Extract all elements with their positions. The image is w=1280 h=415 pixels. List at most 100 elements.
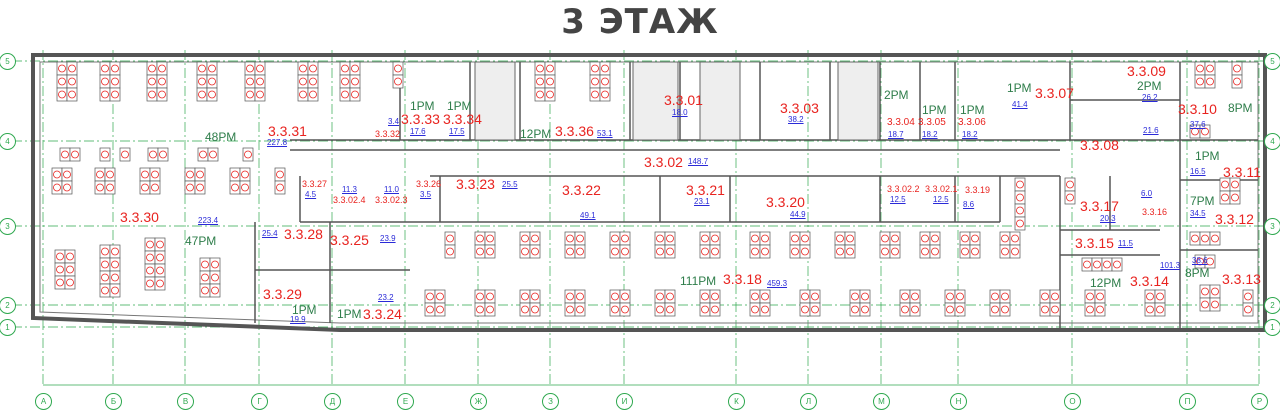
- room-area: 44.9: [790, 210, 806, 219]
- workplace-marker: [158, 77, 166, 86]
- workplace-marker: [58, 90, 66, 99]
- workplace-marker: [151, 183, 159, 192]
- workplace-marker: [486, 234, 494, 243]
- desk: [759, 302, 771, 317]
- workplace-marker: [201, 273, 209, 282]
- workplace-marker: [159, 150, 167, 159]
- workplace-marker: [621, 292, 629, 301]
- workplace-marker: [341, 64, 349, 73]
- workplace-marker: [711, 305, 719, 314]
- workplace-marker: [476, 292, 484, 301]
- room-area: 37.6: [1190, 120, 1206, 129]
- workplace-marker: [1113, 260, 1121, 269]
- workplace-marker: [811, 292, 819, 301]
- workplace-marker: [231, 183, 239, 192]
- stair-shaft: [474, 61, 516, 141]
- desk: [1094, 302, 1106, 317]
- column-axis-marker: К: [728, 393, 745, 410]
- room-id: 3.3.02.4: [333, 195, 366, 205]
- workplace-marker: [751, 234, 759, 243]
- workplace-marker: [846, 234, 854, 243]
- room-id: 3.3.30: [120, 209, 159, 225]
- desk: [444, 244, 456, 259]
- workplace-marker: [1244, 292, 1252, 301]
- desk: [664, 302, 676, 317]
- workplace-marker: [1206, 64, 1214, 73]
- desk: [254, 87, 266, 102]
- workplace-marker: [611, 234, 619, 243]
- workplace-marker: [621, 234, 629, 243]
- column-axis-marker: Д: [324, 393, 341, 410]
- room-id: 3.3.24: [363, 306, 402, 322]
- room-id: 3.3.05: [918, 117, 946, 128]
- room-seats: 111РМ: [680, 274, 717, 288]
- workplace-marker: [106, 183, 114, 192]
- desk: [599, 87, 611, 102]
- workplace-marker: [761, 305, 769, 314]
- workplace-marker: [96, 170, 104, 179]
- workplace-marker: [66, 265, 74, 274]
- workplace-marker: [901, 292, 909, 301]
- desk: [1009, 244, 1021, 259]
- workplace-marker: [446, 234, 454, 243]
- workplace-marker: [199, 150, 207, 159]
- workplace-marker: [1001, 247, 1009, 256]
- workplace-marker: [309, 64, 317, 73]
- workplace-marker: [911, 305, 919, 314]
- desk: [759, 244, 771, 259]
- workplace-marker: [101, 77, 109, 86]
- desk: [64, 275, 76, 290]
- room-seats: 47РМ: [185, 234, 217, 248]
- workplace-marker: [1146, 305, 1154, 314]
- workplace-marker: [111, 77, 119, 86]
- desk: [1154, 302, 1166, 317]
- workplace-marker: [701, 247, 709, 256]
- room-area: 17.5: [449, 127, 465, 136]
- room-area: 6.0: [1141, 189, 1153, 198]
- workplace-marker: [56, 278, 64, 287]
- workplace-marker: [901, 305, 909, 314]
- row-axis-marker: 5: [0, 53, 16, 70]
- row-axis-marker: 3: [1264, 218, 1280, 235]
- workplace-marker: [111, 90, 119, 99]
- workplace-marker: [1211, 287, 1219, 296]
- floor-title: 3 ЭТАЖ: [561, 2, 719, 42]
- room-area: 18.0: [672, 108, 688, 117]
- workplace-marker: [246, 77, 254, 86]
- workplace-marker: [546, 64, 554, 73]
- room-area: 21.6: [1143, 126, 1159, 135]
- row-axis-marker: 2: [1264, 297, 1280, 314]
- workplace-marker: [836, 247, 844, 256]
- workplace-marker: [956, 292, 964, 301]
- row-axis-marker: 1: [0, 319, 16, 336]
- workplace-marker: [521, 305, 529, 314]
- workplace-marker: [111, 64, 119, 73]
- workplace-marker: [601, 64, 609, 73]
- room-area: 53.1: [597, 129, 613, 138]
- workplace-marker: [991, 292, 999, 301]
- workplace-marker: [801, 305, 809, 314]
- workplace-marker: [1051, 292, 1059, 301]
- workplace-marker: [701, 292, 709, 301]
- room-seats: 1РМ: [292, 303, 317, 317]
- workplace-marker: [149, 150, 157, 159]
- desk: [1242, 302, 1254, 317]
- desk: [999, 302, 1011, 317]
- room-id: 3.3.13: [1222, 271, 1261, 287]
- workplace-marker: [299, 90, 307, 99]
- workplace-marker: [956, 305, 964, 314]
- room-seats: 1РМ: [1007, 81, 1032, 95]
- workplace-marker: [201, 260, 209, 269]
- desk: [1199, 124, 1211, 139]
- workplace-marker: [66, 252, 74, 261]
- room-id: 3.3.31: [268, 123, 307, 139]
- workplace-marker: [711, 247, 719, 256]
- workplace-marker: [246, 64, 254, 73]
- room-id: 3.3.25: [330, 232, 369, 248]
- workplace-marker: [1016, 206, 1024, 215]
- room-area: 11.5: [1118, 239, 1133, 248]
- workplace-marker: [341, 77, 349, 86]
- room-area: 11.0: [384, 185, 399, 194]
- workplace-marker: [1206, 257, 1214, 266]
